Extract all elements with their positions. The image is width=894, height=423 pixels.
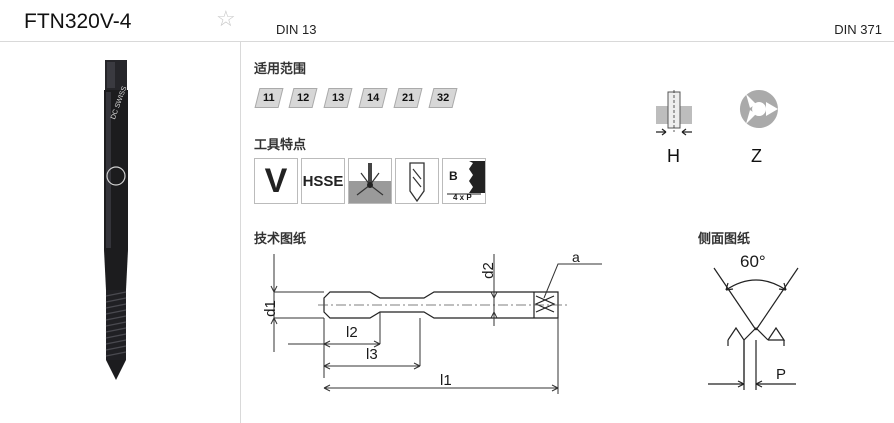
standard-din13: DIN 13 [276, 22, 317, 37]
side-drawing [708, 267, 799, 390]
feature-flute-icon [395, 158, 439, 204]
section-application: 适用范围 [254, 61, 307, 76]
feature-v-icon: V [254, 158, 298, 204]
side-angle-label: 60° [740, 252, 766, 271]
application-chip-14: 14 [358, 88, 388, 108]
standard-din371: DIN 371 [834, 22, 882, 37]
application-chip-11: 11 [254, 88, 284, 108]
favorite-star-icon[interactable]: ☆ [216, 6, 236, 31]
column-divider [240, 42, 241, 423]
hole-type-h-label: H [667, 146, 680, 166]
product-title: FTN320V-4 [24, 10, 132, 33]
section-side-drawing: 侧面图纸 [698, 231, 751, 246]
dim-d1: d1 [261, 300, 279, 317]
application-chip-21: 21 [393, 88, 423, 108]
application-chip-32: 32 [428, 88, 458, 108]
brand-logo-icon [106, 166, 126, 186]
side-pitch-label: P [776, 366, 787, 383]
technical-drawing [270, 254, 602, 394]
hole-type-z-label: Z [751, 146, 762, 166]
hole-type-z-icon [739, 90, 778, 128]
section-features: 工具特点 [254, 137, 307, 152]
dim-d2: d2 [479, 262, 497, 279]
dim-l2: l2 [346, 324, 358, 341]
feature-chip-flow-icon [348, 158, 392, 204]
application-chip-12: 12 [288, 88, 318, 108]
dim-a: a [572, 249, 580, 265]
hole-type-h-icon [656, 90, 692, 136]
dim-l3: l3 [366, 346, 378, 363]
feature-chamfer-b-icon: B 4 x P [442, 158, 486, 204]
feature-hsse-icon: HSSE [301, 158, 345, 204]
dim-l1: l1 [440, 372, 452, 389]
tool-image [104, 60, 128, 380]
section-drawing: 技术图纸 [254, 231, 307, 246]
application-chip-13: 13 [323, 88, 353, 108]
header-divider [0, 41, 894, 42]
